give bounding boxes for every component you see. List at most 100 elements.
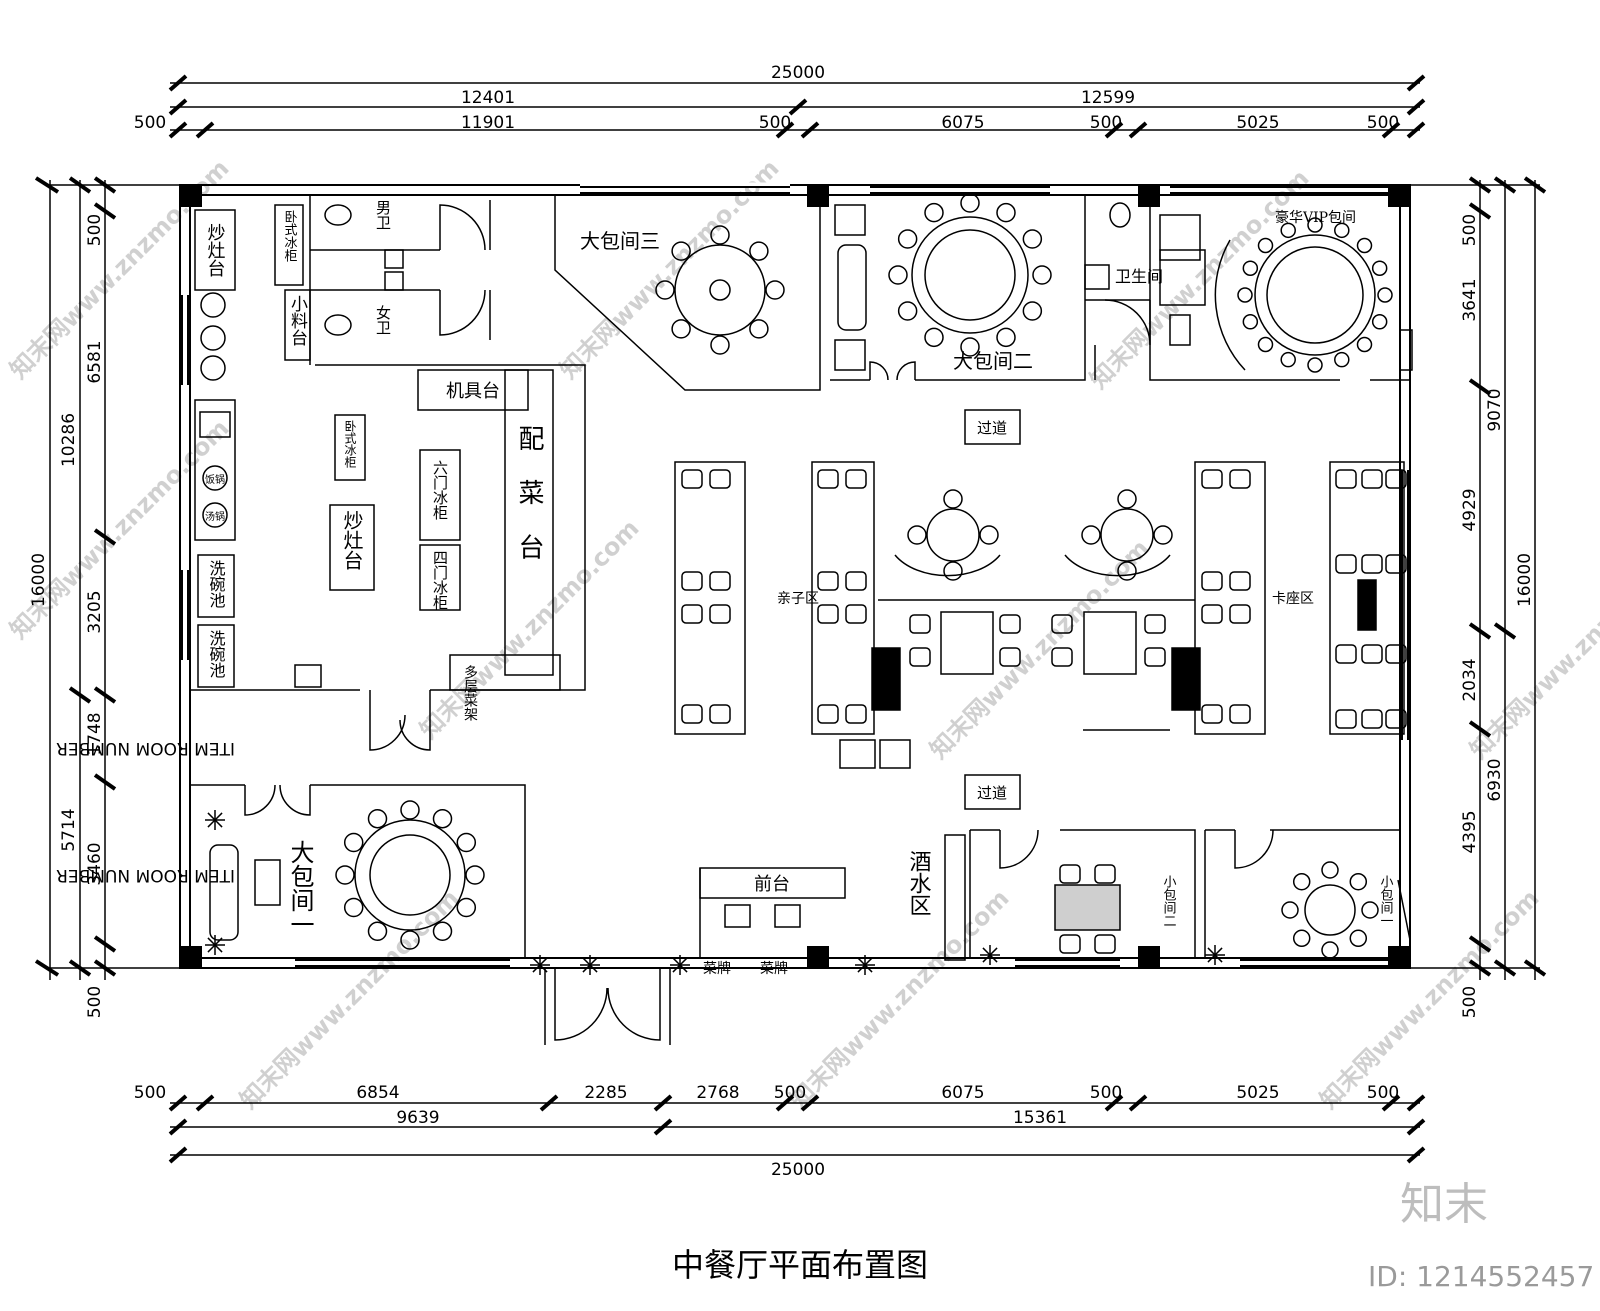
chair: [710, 335, 730, 355]
item-room-number-stamp: ITEM ROOM NUMBER ITEM ROOM NUMBER: [56, 738, 235, 885]
chair: [710, 225, 730, 245]
chair: [1242, 260, 1259, 276]
chair: [1335, 709, 1357, 729]
dimension-top: 25000 12401 12599 500 11901 500 6075 500…: [134, 63, 1426, 139]
chair: [1371, 260, 1388, 276]
chair: [1242, 314, 1259, 330]
svg-text:25000: 25000: [771, 1160, 825, 1180]
chair: [1117, 489, 1137, 509]
svg-text:4395: 4395: [1460, 810, 1480, 853]
chair: [1334, 222, 1350, 239]
svg-text:5025: 5025: [1236, 1083, 1279, 1103]
plant-group: [205, 810, 1225, 975]
chair: [465, 865, 485, 885]
chair: [924, 202, 944, 223]
chair: [335, 865, 355, 885]
chair: [924, 327, 944, 348]
chair: [845, 604, 867, 624]
svg-text:小包间二: 小包间二: [1161, 875, 1177, 927]
chair: [845, 571, 867, 591]
chair: [1059, 864, 1081, 884]
chair: [1201, 704, 1223, 724]
chair: [845, 704, 867, 724]
chair: [1201, 571, 1223, 591]
svg-text:知末网www.znzmo.com: 知末网www.znzmo.com: [554, 154, 784, 384]
chair: [1334, 351, 1350, 368]
chair: [1094, 934, 1116, 954]
chair: [1377, 287, 1393, 303]
chair: [709, 704, 731, 724]
plant-icon: [530, 955, 550, 975]
chair: [1059, 934, 1081, 954]
svg-text:6854: 6854: [356, 1083, 399, 1103]
plant-icon: [580, 955, 600, 975]
chair: [897, 229, 918, 249]
aisle-labels: 过道 过道: [964, 409, 1021, 810]
svg-text:2285: 2285: [584, 1083, 627, 1103]
svg-text:500: 500: [85, 214, 105, 246]
chair: [681, 571, 703, 591]
svg-text:亲子区: 亲子区: [777, 591, 819, 607]
svg-text:6075: 6075: [941, 1083, 984, 1103]
svg-text:2768: 2768: [696, 1083, 739, 1103]
private-room-big-2: 大包间二: [830, 195, 1086, 381]
svg-text:500: 500: [1090, 1083, 1122, 1103]
chair: [765, 280, 785, 300]
chair: [1349, 872, 1368, 891]
plant-icon: [205, 935, 225, 955]
bar-area: 酒水区: [906, 834, 966, 961]
svg-text:25000: 25000: [771, 63, 825, 83]
svg-text:菜牌: 菜牌: [703, 960, 731, 977]
svg-text:知末网www.znzmo.com: 知末网www.znzmo.com: [4, 414, 234, 644]
svg-text:汤锅: 汤锅: [205, 510, 225, 523]
chair: [1321, 861, 1339, 879]
svg-text:机具台: 机具台: [446, 381, 500, 402]
chair: [1321, 941, 1339, 959]
svg-text:卡座区: 卡座区: [1272, 591, 1314, 607]
svg-text:饭锅: 饭锅: [205, 474, 225, 486]
chair: [960, 337, 980, 357]
svg-text:10286: 10286: [59, 413, 79, 467]
svg-text:1748: 1748: [85, 712, 105, 755]
chair: [1032, 265, 1052, 285]
svg-text:9639: 9639: [396, 1108, 439, 1128]
dimension-left: 16000 10286 5714 500 6581 3205 1748 3460…: [29, 176, 180, 1018]
chair: [1307, 217, 1323, 233]
chair: [709, 469, 731, 489]
chair: [1280, 351, 1296, 368]
chair: [681, 604, 703, 624]
chair: [671, 319, 691, 339]
private-room-big-3: 大包间三: [554, 195, 821, 391]
chair: [888, 265, 908, 285]
watermarks: 知末网www.znzmo.com 知末网www.znzmo.com 知末网www…: [4, 154, 1600, 1114]
chair: [1144, 614, 1166, 634]
chair: [1292, 872, 1311, 891]
chair: [1280, 222, 1296, 239]
chair: [1361, 554, 1383, 574]
dimension-right: 500 3641 4929 2034 4395 500 9070 6930 16…: [1410, 176, 1547, 1018]
chair: [1229, 469, 1251, 489]
svg-text:15361: 15361: [1013, 1108, 1067, 1128]
svg-text:5714: 5714: [59, 808, 79, 851]
svg-text:500: 500: [134, 1083, 166, 1103]
chair: [845, 469, 867, 489]
chair: [1335, 644, 1357, 664]
svg-text:500: 500: [774, 1083, 806, 1103]
chair: [1117, 561, 1137, 581]
chair: [1229, 604, 1251, 624]
outer-walls: [179, 182, 1411, 969]
private-room-small-2: 小包间二: [969, 829, 1196, 958]
chair: [1229, 571, 1251, 591]
svg-text:知末网www.znzmo.com: 知末网www.znzmo.com: [234, 884, 464, 1114]
svg-text:知末网www.znzmo.com: 知末网www.znzmo.com: [784, 884, 1014, 1114]
chair: [400, 800, 420, 820]
svg-text:大包间一: 大包间一: [286, 840, 314, 936]
kitchen-pass-counter: [504, 369, 554, 676]
svg-text:卧式冰柜: 卧式冰柜: [282, 210, 298, 262]
svg-text:3641: 3641: [1460, 278, 1480, 321]
chair: [1361, 644, 1383, 664]
svg-text:卧式冰柜: 卧式冰柜: [343, 420, 357, 468]
svg-text:过道: 过道: [977, 419, 1007, 437]
structural-columns: [180, 185, 1410, 968]
svg-text:过道: 过道: [977, 784, 1007, 802]
